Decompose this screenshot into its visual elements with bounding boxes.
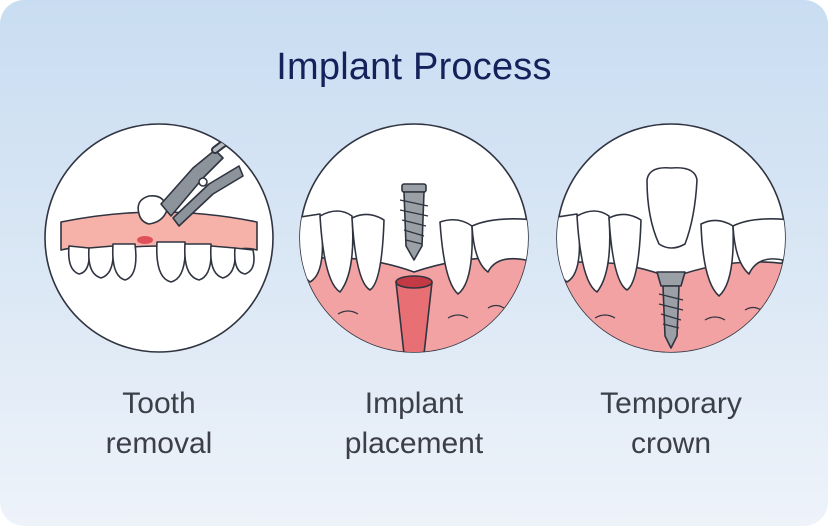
step-label: Implant placement — [298, 384, 530, 464]
step-label-line: crown — [630, 427, 712, 460]
step-label: Tooth removal — [43, 384, 275, 464]
step-label-line: Implant — [364, 387, 464, 420]
step-label-line: Temporary — [600, 387, 742, 420]
tooth-extraction-icon — [44, 123, 274, 353]
step-label: Temporary crown — [555, 384, 787, 464]
temporary-crown-icon — [556, 123, 786, 353]
step-label-line: removal — [105, 427, 213, 460]
page-title: Implant Process — [276, 46, 552, 88]
step-label-line: Tooth — [122, 387, 196, 420]
step-implant-placement: Implant placement — [298, 122, 530, 464]
step-temporary-crown: Temporary crown — [555, 122, 787, 464]
implant-screw-icon — [299, 123, 529, 353]
step-tooth-removal: Tooth removal — [43, 122, 275, 464]
step-label-line: placement — [344, 427, 484, 460]
